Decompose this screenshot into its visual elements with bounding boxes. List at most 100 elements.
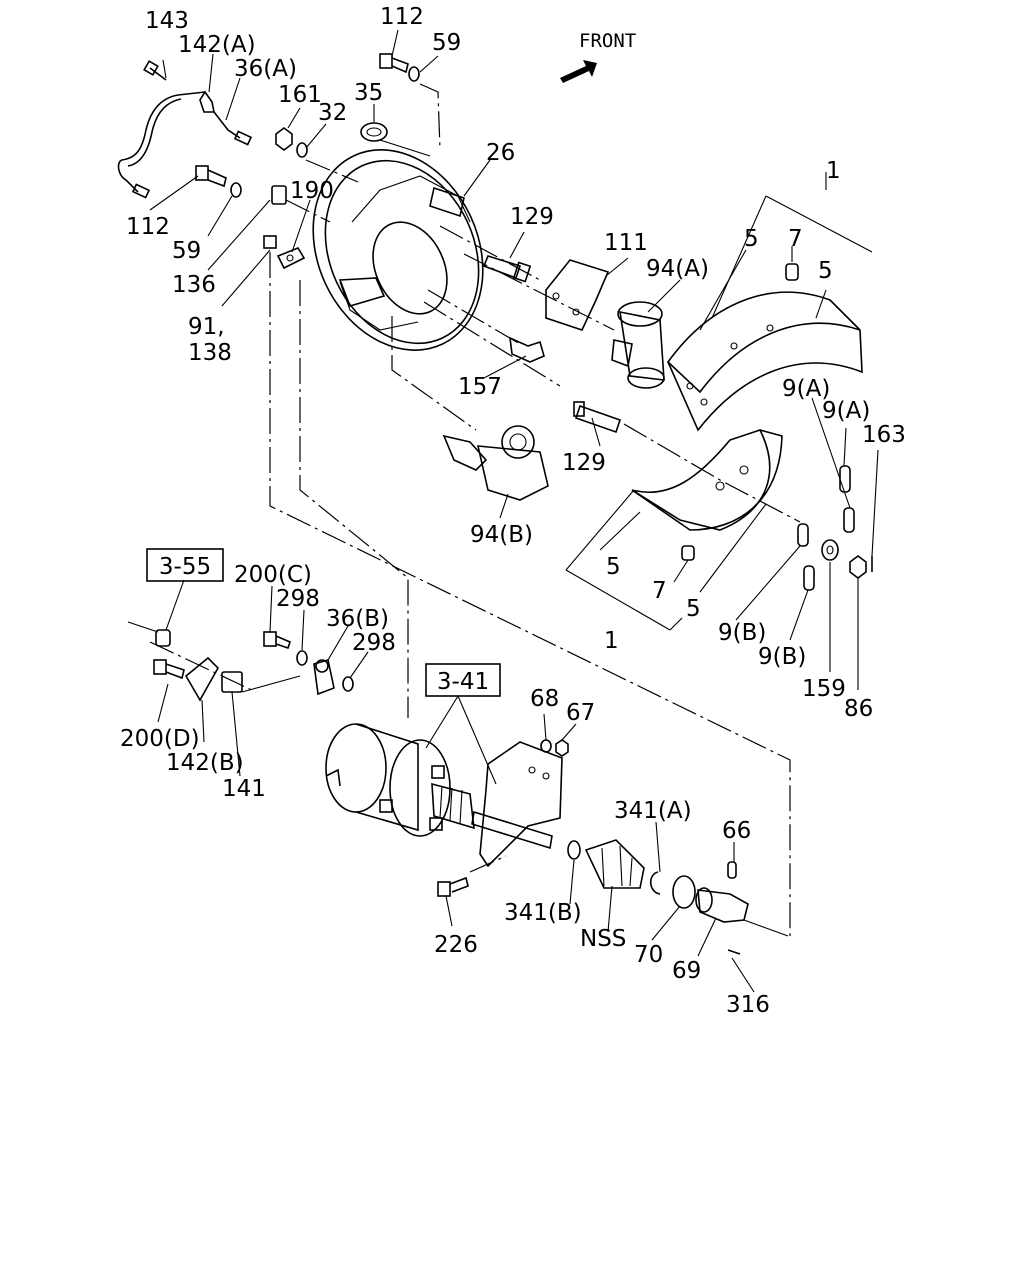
callout-35: 35 <box>354 80 383 106</box>
washer-298b <box>342 676 354 692</box>
callout-190: 190 <box>290 178 334 204</box>
callout-70: 70 <box>634 942 663 968</box>
front-arrow-icon <box>560 60 597 83</box>
nut-68 <box>540 739 552 753</box>
bracket-111 <box>545 259 610 331</box>
callout-161: 161 <box>278 82 322 108</box>
leader-lines <box>149 29 879 993</box>
callout-129-mid: 129 <box>562 450 606 476</box>
callout-1-bottom: 1 <box>604 628 619 654</box>
bolt-112-top <box>379 53 409 74</box>
brake-hose-assembly <box>117 60 253 199</box>
washer-298a <box>296 650 308 666</box>
washer-32 <box>296 142 308 158</box>
washer-341b <box>567 840 581 860</box>
callout-142b: 142(B) <box>166 750 244 776</box>
callout-94a: 94(A) <box>646 256 709 282</box>
callout-9b-1: 9(B) <box>718 620 766 646</box>
bracket-142b <box>184 656 219 702</box>
callout-5-top-left: 5 <box>744 226 759 252</box>
callout-9a-2: 9(A) <box>822 398 870 424</box>
callout-5-top-right: 5 <box>818 258 833 284</box>
callout-112-left: 112 <box>126 214 170 240</box>
nut-86 <box>849 555 867 579</box>
mounting-bracket <box>479 741 563 868</box>
pin-7-bottom <box>681 545 695 561</box>
boot-nss <box>584 839 645 889</box>
callout-316: 316 <box>726 992 770 1018</box>
callout-298-a: 298 <box>276 586 320 612</box>
nut-70 <box>672 875 696 909</box>
bolt-226 <box>437 876 469 897</box>
callout-68: 68 <box>530 686 559 712</box>
callout-7-bottom: 7 <box>652 578 667 604</box>
callout-nss: NSS <box>580 926 626 952</box>
push-rod <box>471 810 553 850</box>
callout-9b-2: 9(B) <box>758 644 806 670</box>
callout-5-bottom-right: 5 <box>686 596 701 622</box>
callout-159: 159 <box>802 676 846 702</box>
callout-9a-1: 9(A) <box>782 376 830 402</box>
callout-59-left: 59 <box>172 238 201 264</box>
callout-200c: 200(C) <box>234 562 312 588</box>
bolt-91 <box>263 235 277 249</box>
nut-161 <box>275 127 293 151</box>
clip-316 <box>727 949 741 955</box>
callout-298-b: 298 <box>352 630 396 656</box>
anchor-pin-129-mid <box>573 401 622 434</box>
callout-94b: 94(B) <box>470 522 533 548</box>
wheel-cylinder-94a <box>611 301 665 389</box>
bolt-112-left <box>195 165 227 188</box>
callout-141: 141 <box>222 776 266 802</box>
boot <box>431 782 475 830</box>
chain-lines <box>149 83 801 936</box>
slack-adjuster-94b <box>442 425 549 501</box>
callout-341a: 341(A) <box>614 798 692 824</box>
callout-32: 32 <box>318 100 347 126</box>
ref-3-55: 3-55 <box>159 554 211 580</box>
callout-138: 138 <box>188 340 232 366</box>
callout-111: 111 <box>604 230 648 256</box>
callout-200d: 200(D) <box>120 726 200 752</box>
callout-341b: 341(B) <box>504 900 582 926</box>
brake-shoe-lower <box>631 429 783 531</box>
callout-69: 69 <box>672 958 701 984</box>
washer-159 <box>821 539 839 561</box>
callout-labels: 143 142(A) 36(A) 112 59 161 32 35 26 190… <box>120 4 906 1018</box>
clip-141 <box>221 671 243 693</box>
callout-59-top: 59 <box>432 30 461 56</box>
snap-ring-341a <box>649 871 661 895</box>
bolt-200d <box>153 659 185 680</box>
grommet-35 <box>360 122 388 142</box>
callout-5-bottom-left: 5 <box>606 554 621 580</box>
clip-136 <box>271 185 287 205</box>
callout-226: 226 <box>434 932 478 958</box>
pin-66 <box>727 861 737 879</box>
callout-142a: 142(A) <box>178 32 256 58</box>
callout-67: 67 <box>566 700 595 726</box>
callout-36b: 36(B) <box>326 606 389 632</box>
plate-190 <box>276 247 306 270</box>
callout-112-top: 112 <box>380 4 424 30</box>
washer-59-left <box>230 182 242 198</box>
ref-3-41: 3-41 <box>437 669 489 695</box>
callout-66: 66 <box>722 818 751 844</box>
ref-box-3-55 <box>146 548 224 582</box>
brake-shoe-upper <box>666 291 863 432</box>
callout-157: 157 <box>458 374 502 400</box>
pin-7-top <box>785 263 799 281</box>
brake-chamber <box>325 723 451 837</box>
lever-36b <box>313 658 335 696</box>
callout-86: 86 <box>844 696 873 722</box>
callout-129-top: 129 <box>510 204 554 230</box>
callout-36a: 36(A) <box>234 56 297 82</box>
spring-9b <box>797 523 815 591</box>
ref-box-3-41 <box>425 663 501 697</box>
anchor-pin-129-top <box>482 255 532 283</box>
backing-plate <box>312 149 484 351</box>
clevis-69 <box>695 887 749 923</box>
bolt-157 <box>509 336 545 363</box>
callout-163: 163 <box>862 422 906 448</box>
rod-link <box>127 621 171 647</box>
